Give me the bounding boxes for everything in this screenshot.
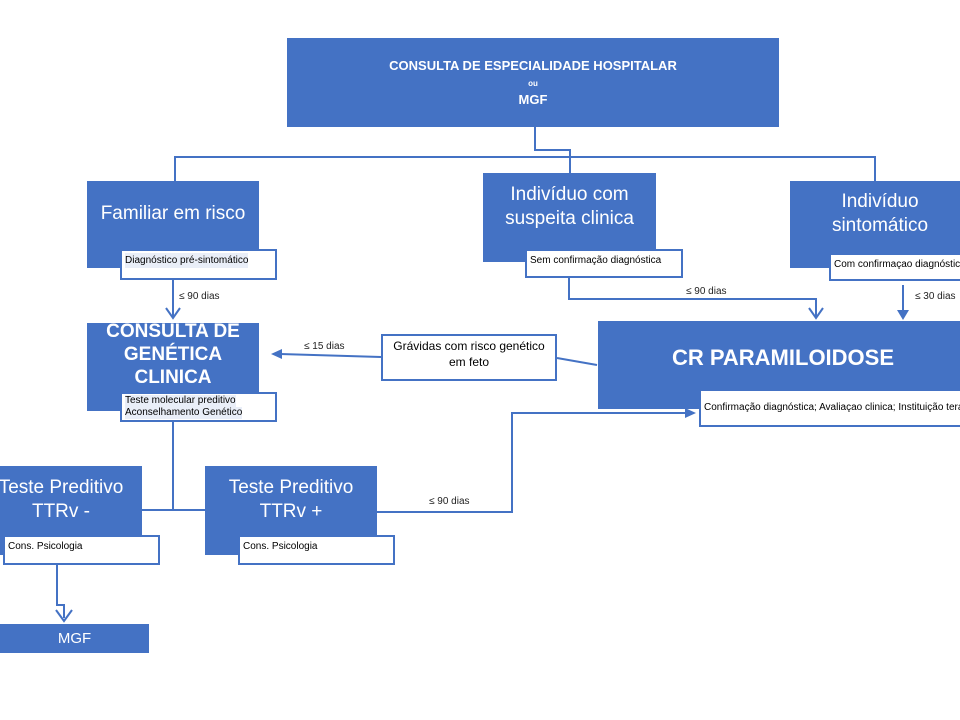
top-line3: MGF: [518, 92, 548, 107]
genetica-sub1: Teste molecular preditivo: [125, 395, 236, 407]
arrow-teste-neg-mgf: [55, 565, 73, 623]
genetica-title: CONSULTA DE GENÉTICA CLINICA: [106, 320, 240, 388]
top-line2: ou: [528, 79, 538, 88]
label-teste-pos-cr: ≤ 90 dias: [429, 496, 470, 507]
label-sintomatico-cr: ≤ 30 dias: [915, 291, 956, 302]
label-suspeita-cr: ≤ 90 dias: [686, 286, 727, 297]
paramiloidose-sub: Confirmação diagnóstica; Avaliaçao clini…: [699, 389, 960, 427]
arrow-suspeita-cr: [568, 278, 824, 320]
teste-pos-sub: Cons. Psicologia: [238, 535, 395, 565]
label-familiar-genetica: ≤ 90 dias: [179, 291, 220, 302]
connector-genetica-testes: [142, 421, 205, 511]
genetica-sub2: Aconselhamento Genético: [125, 407, 243, 419]
teste-pos-title: Teste Preditivo TTRv +: [228, 476, 354, 522]
arrowhead-sintomatico: [897, 310, 909, 320]
teste-neg-title: Teste Preditivo TTRv -: [0, 476, 124, 522]
mgf-title: MGF: [57, 630, 92, 647]
suspeita-sub: Sem confirmação diagnóstica: [525, 249, 683, 278]
genetica-sub: Teste molecular preditivo Aconselhamento…: [120, 392, 277, 422]
arrow-teste-pos-cr: [377, 412, 686, 513]
suspeita-box: Indivíduo com suspeita clinica: [483, 173, 656, 262]
top-box: CONSULTA DE ESPECIALIDADE HOSPITALAR ou …: [287, 38, 779, 127]
arrow-gravidas-genetica: [279, 353, 382, 358]
label-gravidas-genetica: ≤ 15 dias: [304, 341, 345, 352]
mgf-box: MGF: [0, 624, 149, 653]
arrowhead-teste-pos: [685, 408, 696, 418]
gravidas-box: Grávidas com risco genético em feto: [381, 334, 557, 381]
arrowhead-gravidas: [271, 349, 282, 359]
arrow-familiar-genetica: [165, 280, 181, 320]
suspeita-title: Indivíduo com suspeita clinica: [505, 183, 634, 229]
connector-top: [174, 127, 876, 181]
sintomatico-title: Indivíduo sintomático: [831, 190, 929, 236]
familiar-sub: Diagnóstico pré-sintomático: [120, 249, 277, 280]
familiar-title: Familiar em risco: [100, 202, 246, 224]
top-line1: CONSULTA DE ESPECIALIDADE HOSPITALAR: [389, 58, 677, 73]
teste-neg-sub: Cons. Psicologia: [3, 535, 160, 565]
line-gravidas-cr: [556, 357, 598, 366]
paramiloidose-title: CR PARAMILOIDOSE: [671, 345, 895, 370]
sintomatico-sub: Com confirmaçao diagnóstica: [829, 253, 960, 281]
